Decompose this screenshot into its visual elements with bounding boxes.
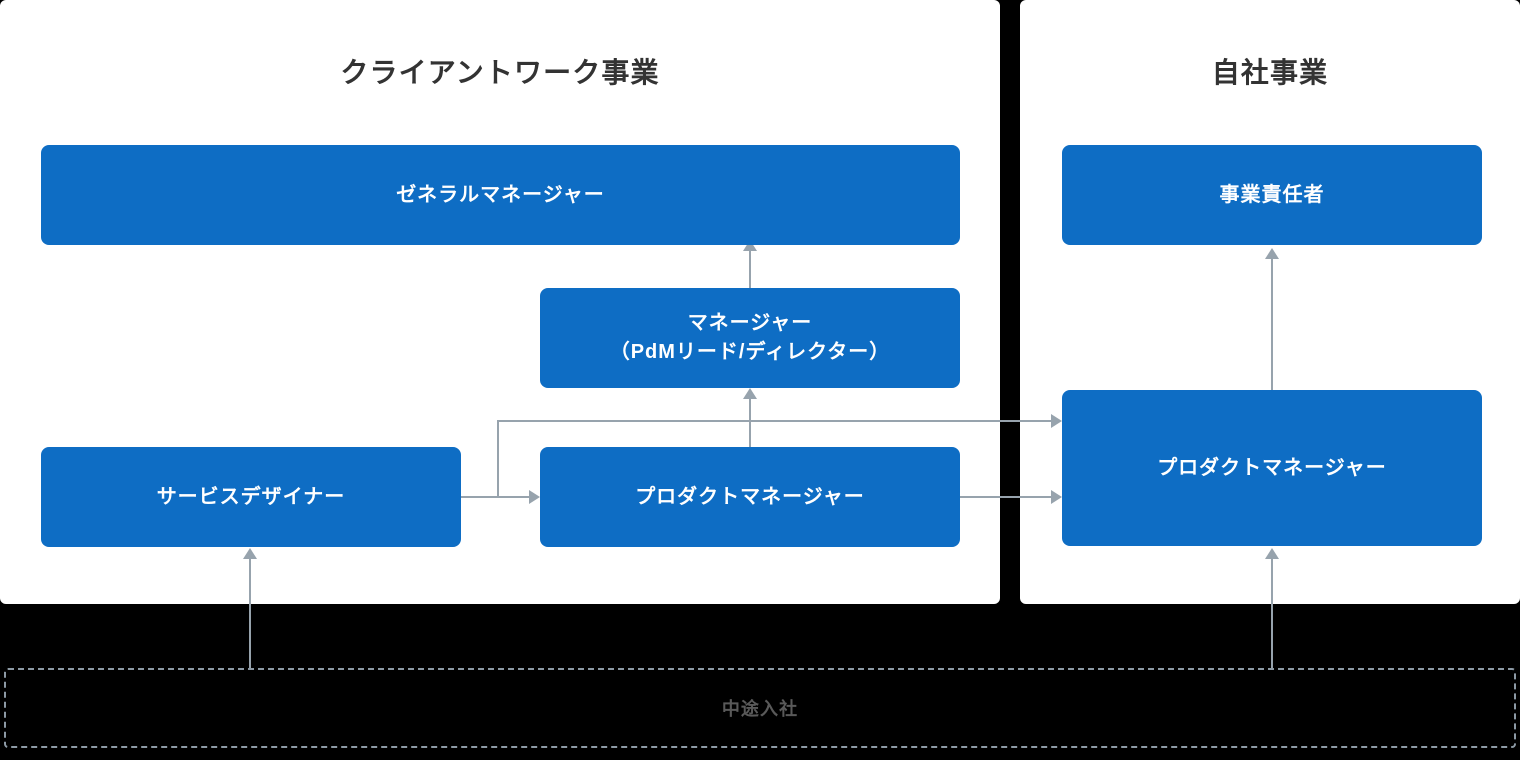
role-box-business-owner[interactable]: 事業責任者	[1062, 145, 1482, 245]
arrowhead-service-designer-to-pm-own	[1051, 414, 1062, 428]
mid-career-hire-label: 中途入社	[721, 699, 799, 719]
role-box-product-manager-client-work-label: プロダクトマネージャー	[635, 485, 865, 508]
arrowhead-pm-client-to-manager	[743, 388, 757, 399]
connector-pm-client-to-pm-own	[960, 496, 1051, 498]
role-box-manager-label: マネージャー （PdMリード/ディレクター）	[609, 312, 891, 363]
role-box-business-owner-label: 事業責任者	[1219, 183, 1325, 206]
connector-pm-own-to-business-owner	[1271, 256, 1273, 390]
mid-career-hire-box[interactable]: 中途入社	[4, 668, 1516, 748]
arrowhead-manager-to-general-manager	[743, 240, 757, 251]
connector-service-designer-to-pm-own-vertical	[497, 420, 499, 497]
arrowhead-mid-career-to-service-designer	[243, 548, 257, 559]
panel-own-business-title: 自社事業	[1211, 57, 1329, 88]
connector-service-designer-to-pm-own-horizontal	[497, 420, 1051, 422]
connector-manager-to-general-manager	[749, 248, 751, 288]
role-box-product-manager-own-business[interactable]: プロダクトマネージャー	[1062, 390, 1482, 546]
role-box-service-designer-label: サービスデザイナー	[156, 485, 346, 508]
connector-service-designer-to-pm-client	[461, 496, 529, 498]
panel-client-work-title: クライアントワーク事業	[340, 57, 660, 88]
role-box-general-manager-label: ゼネラルマネージャー	[396, 183, 605, 206]
arrowhead-pm-own-to-business-owner	[1265, 248, 1279, 259]
role-box-service-designer[interactable]: サービスデザイナー	[41, 447, 461, 547]
role-box-general-manager[interactable]: ゼネラルマネージャー	[41, 145, 960, 245]
connector-mid-career-to-pm-own	[1271, 556, 1273, 668]
role-box-product-manager-client-work[interactable]: プロダクトマネージャー	[540, 447, 960, 547]
role-box-product-manager-own-business-label: プロダクトマネージャー	[1157, 456, 1387, 479]
arrowhead-pm-client-to-pm-own	[1051, 490, 1062, 504]
arrowhead-mid-career-to-pm-own	[1265, 548, 1279, 559]
role-box-manager[interactable]: マネージャー （PdMリード/ディレクター）	[540, 288, 960, 388]
connector-mid-career-to-service-designer	[249, 556, 251, 668]
arrowhead-service-designer-to-pm-client	[529, 490, 540, 504]
